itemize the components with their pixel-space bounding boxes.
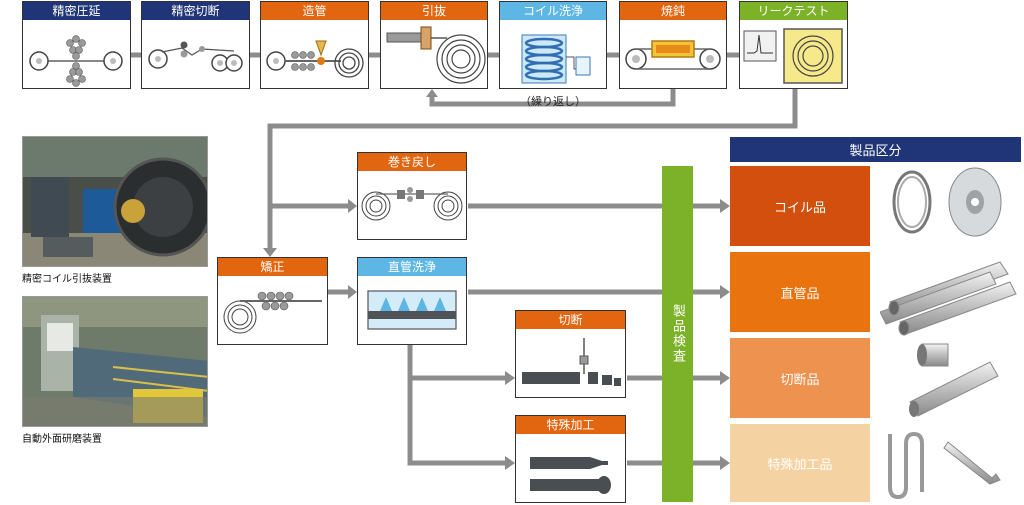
photo-caption: 自動外面研磨装置 <box>22 434 102 445</box>
machine-photo-1 <box>23 137 207 266</box>
straight-pipe-icon <box>880 261 1017 336</box>
rewind-illustration <box>361 187 463 221</box>
product-illustrations <box>880 167 1017 500</box>
process-title: 焼鈍 <box>620 2 726 20</box>
process-title: コイル洗浄 <box>500 2 606 20</box>
process-title: 巻き戻し <box>358 153 466 171</box>
leak-test-illustration <box>743 28 843 84</box>
cutting-illustration <box>522 338 621 386</box>
coil-washing-illustration <box>521 34 591 84</box>
machine-photo-2 <box>23 297 207 426</box>
process-title: 矯正 <box>218 258 327 276</box>
repeat-label: （繰り返し） <box>520 95 586 108</box>
process-title: 直管洗浄 <box>358 258 466 276</box>
process-title: 特殊加工 <box>516 416 625 434</box>
pipe-making-illustration <box>266 40 364 78</box>
process-title: リークテスト <box>740 2 847 20</box>
process-title: 造管 <box>261 2 368 20</box>
photo-automatic-outer-polishing-machine <box>22 296 208 427</box>
rolling-illustration <box>29 35 123 87</box>
product-straight-pipe: 直管品 <box>730 252 870 332</box>
process-box-rewind: 巻き戻し <box>357 152 467 240</box>
product-inspection-bar: 製品検査 <box>662 166 693 502</box>
process-box-straighten: 矯正 <box>217 257 328 345</box>
process-title: 切断 <box>516 311 625 329</box>
annealing-illustration <box>625 40 721 70</box>
product-coil: コイル品 <box>730 166 870 246</box>
cut-pipe-icon <box>909 343 999 417</box>
coil-product-icon <box>892 167 1002 237</box>
process-box-coil-washing: コイル洗浄 <box>499 1 607 89</box>
process-box-precision-rolling: 精密圧延 <box>22 1 131 89</box>
process-box-straight-pipe-washing: 直管洗浄 <box>357 257 467 345</box>
special-processing-illustration <box>530 457 611 494</box>
process-box-special-processing: 特殊加工 <box>515 415 626 503</box>
slitting-illustration <box>148 41 243 72</box>
straight-wash-illustration <box>367 290 457 330</box>
product-special-processed: 特殊加工品 <box>730 424 870 502</box>
process-box-precision-cutting: 精密切断 <box>141 1 250 89</box>
process-box-drawing: 引抜 <box>380 1 488 89</box>
photo-caption: 精密コイル引抜装置 <box>22 274 112 285</box>
process-box-cutting: 切断 <box>515 310 626 398</box>
product-category-header: 製品区分 <box>730 137 1021 162</box>
process-title: 精密圧延 <box>23 2 130 20</box>
process-title: 精密切断 <box>142 2 249 20</box>
photo-precision-coil-drawing-machine <box>22 136 208 267</box>
tapered-pipe-icon <box>943 441 1001 485</box>
drawing-illustration <box>386 26 486 84</box>
process-box-leak-test: リークテスト <box>739 1 848 89</box>
special-pipe-icon <box>888 431 924 500</box>
process-box-pipe-making: 造管 <box>260 1 369 89</box>
process-title: 引抜 <box>381 2 487 20</box>
process-box-annealing: 焼鈍 <box>619 1 727 89</box>
straighten-illustration <box>223 291 322 334</box>
product-cut-pipe: 切断品 <box>730 338 870 418</box>
